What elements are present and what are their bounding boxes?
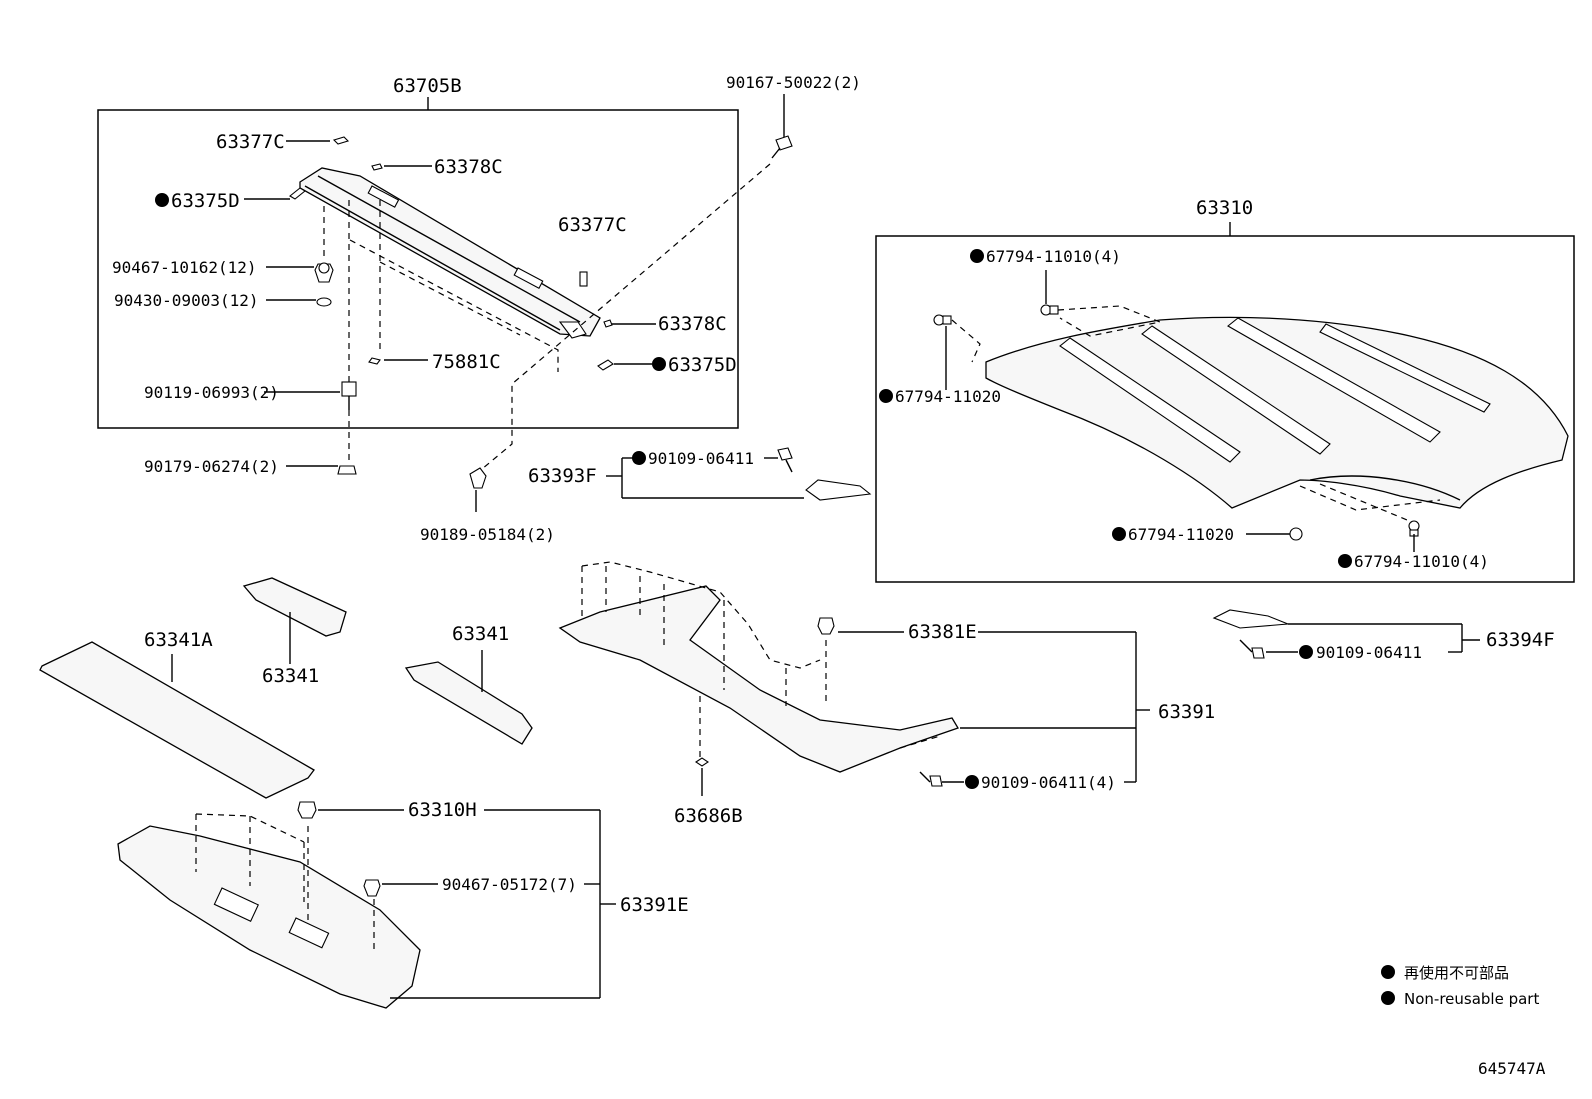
pad-63341-a: 63341 (242, 577, 347, 687)
nut-90179-06274 (337, 465, 357, 475)
label-67794-11020-a: 67794-11020 (895, 387, 1001, 406)
bolt-90109-06411-a (777, 447, 793, 473)
label-63310: 63310 (1196, 197, 1253, 219)
non-reusable-marker (1381, 965, 1395, 979)
bolt-90109-06411-b (1239, 639, 1265, 659)
legend-line-jp: 再使用不可部品 (1404, 964, 1509, 982)
label-75881C: 75881C (432, 351, 501, 373)
label-63391E: 63391E (620, 894, 689, 916)
label-90109-06411-a: 90109-06411 (648, 449, 754, 468)
clip-67794-11020-a (933, 314, 952, 326)
label-67794-11010-b: 67794-11010(4) (1354, 552, 1489, 571)
clip-63381E (817, 617, 835, 704)
label-90430-09003: 90430-09003(12) (114, 291, 259, 310)
clip-90189-05184: 90189-05184(2) (420, 467, 555, 544)
garnish-63391E (117, 825, 421, 1009)
legend: 再使用不可部品 Non-reusable part (1381, 964, 1539, 1008)
non-reusable-marker (879, 389, 893, 403)
group-box-63705B (97, 109, 739, 429)
label-63375D-a: 63375D (171, 190, 240, 212)
part-63377C-b (579, 271, 588, 287)
label-63393F: 63393F (528, 465, 597, 487)
non-reusable-marker (1338, 554, 1352, 568)
label-63377C-b: 63377C (558, 214, 627, 236)
part-63378C-a (371, 163, 383, 171)
clip-67794-11010-a (1040, 304, 1059, 316)
figure-id: 645747A (1478, 1059, 1546, 1078)
label-67794-11020-b: 67794-11020 (1128, 525, 1234, 544)
label-63377C-a: 63377C (216, 131, 285, 153)
non-reusable-marker (965, 775, 979, 789)
bolt-90167-50022: 90167-50022(2) (475, 73, 861, 475)
label-63378C-b: 63378C (658, 313, 727, 335)
label-90189-05184: 90189-05184(2) (420, 525, 555, 544)
bolt-90119-06993 (341, 381, 357, 410)
label-63686B: 63686B (674, 805, 743, 827)
part-63375D-a (289, 187, 306, 200)
pad-63341-b: 63341 (404, 623, 533, 745)
part-63375D-b (597, 359, 614, 371)
label-63705B: 63705B (393, 75, 462, 97)
non-reusable-marker (1381, 991, 1395, 1005)
assembly-63391: 63381E 63686B 90109-06411(4) 63391 (558, 561, 1215, 827)
label-90467-10162: 90467-10162(12) (112, 258, 257, 277)
clip-67794-11010-b (1408, 520, 1420, 537)
legend-line-en: Non-reusable part (1404, 990, 1539, 1008)
label-63310H: 63310H (408, 799, 477, 821)
assembly-63391E: 63310H 90467-05172(7) 63391E (117, 799, 689, 1009)
label-90119-06993: 90119-06993(2) (144, 383, 279, 402)
assembly-63705B: 63705B (97, 75, 739, 476)
clip-63310H (297, 801, 317, 819)
bracket-63393F (805, 479, 872, 501)
pad-63341A: 63341A (39, 629, 315, 799)
assembly-63310: 63310 (875, 197, 1575, 583)
label-63391: 63391 (1158, 701, 1215, 723)
label-63381E: 63381E (908, 621, 977, 643)
tonneau-cover-part (299, 167, 601, 339)
garnish-63391 (558, 585, 959, 773)
non-reusable-marker (1112, 527, 1126, 541)
label-90109-06411-b: 90109-06411 (1316, 643, 1422, 662)
label-63375D-b: 63375D (668, 354, 737, 376)
non-reusable-marker (652, 357, 666, 371)
non-reusable-marker (1299, 645, 1313, 659)
label-90179-06274: 90179-06274(2) (144, 457, 279, 476)
label-90467-05172: 90467-05172(7) (442, 875, 577, 894)
label-90109-06411-4: 90109-06411(4) (981, 773, 1116, 792)
clip-67794-11020-b (1289, 527, 1303, 541)
part-63686B (695, 757, 709, 767)
part-63377C-a (332, 136, 350, 145)
label-63394F: 63394F (1486, 629, 1555, 651)
label-63341-b: 63341 (452, 623, 509, 645)
washer-90430-09003 (316, 297, 332, 307)
clip-90467-10162 (314, 262, 334, 283)
label-90167-50022: 90167-50022(2) (726, 73, 861, 92)
headliner-part (985, 316, 1569, 509)
assembly-63394F: 90109-06411 63394F (1212, 609, 1555, 662)
group-box-63310 (875, 235, 1575, 583)
part-75881C (368, 357, 381, 365)
non-reusable-marker (970, 249, 984, 263)
label-63341A: 63341A (144, 629, 213, 651)
label-67794-11010-a: 67794-11010(4) (986, 247, 1121, 266)
non-reusable-marker (632, 451, 646, 465)
bolt-90109-06411-4 (919, 771, 943, 787)
part-63378C-b (603, 319, 613, 328)
label-63378C-a: 63378C (434, 156, 503, 178)
bracket-63394F (1212, 609, 1289, 629)
assembly-63393F: 63393F 90109-06411 (528, 447, 872, 501)
label-63341-a: 63341 (262, 665, 319, 687)
non-reusable-marker (155, 193, 169, 207)
clip-90467-05172 (363, 879, 381, 897)
